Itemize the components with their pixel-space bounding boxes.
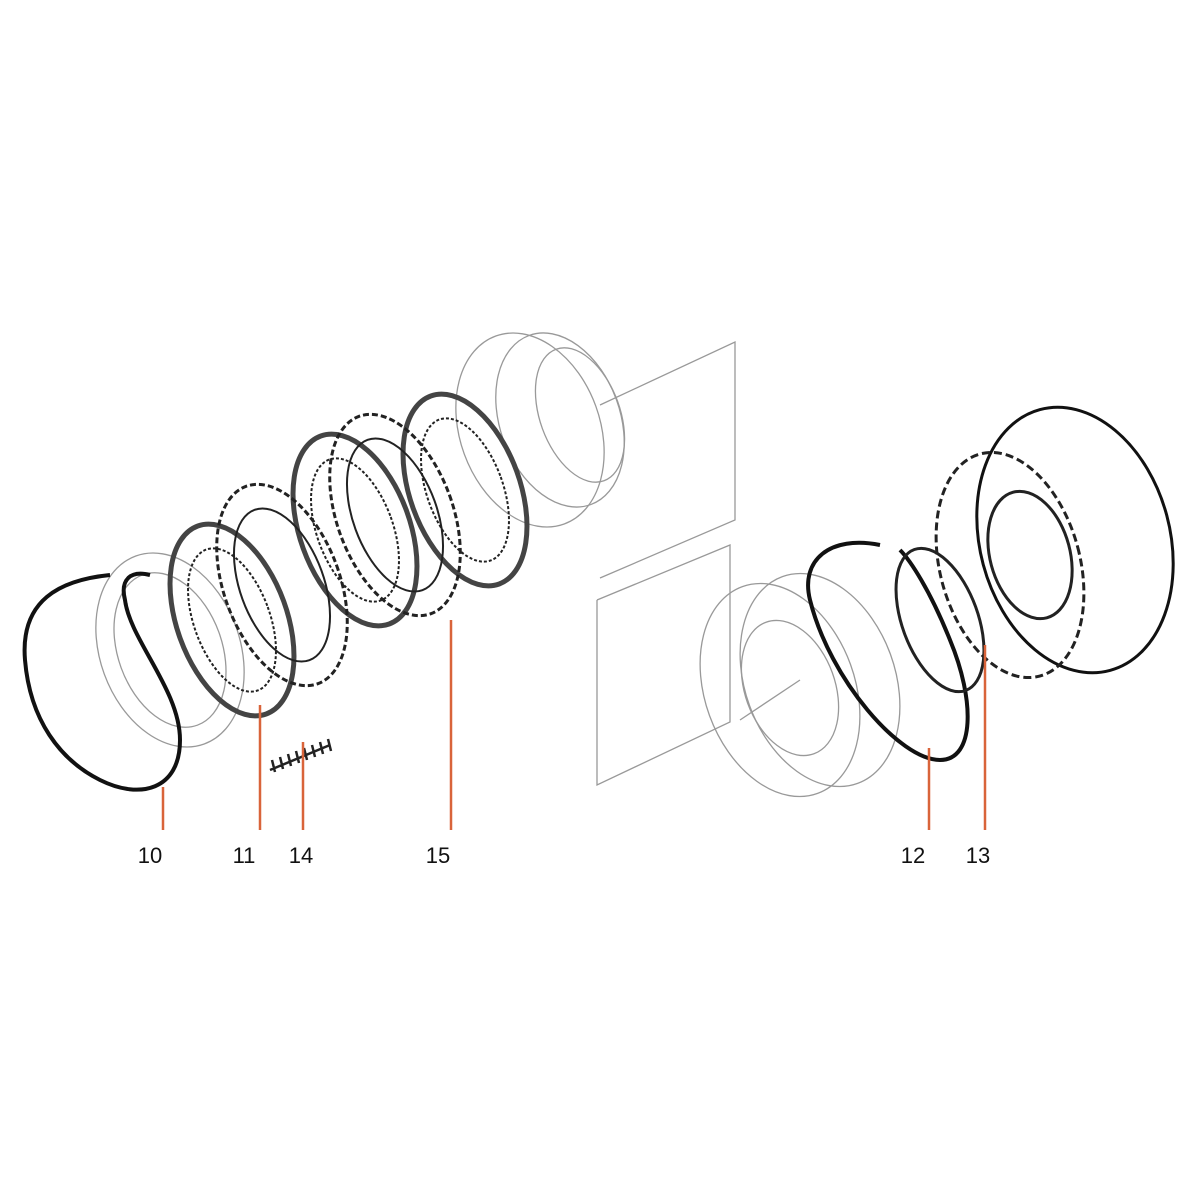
callout-15: 15	[426, 843, 450, 868]
callout-13: 13	[966, 843, 990, 868]
section-plane-frames	[596, 340, 736, 787]
snap-ring	[806, 540, 986, 763]
callout-14: 14	[289, 843, 313, 868]
steel-disc-stack	[215, 412, 462, 688]
ring-gear-housing	[934, 405, 1175, 680]
coil-spring	[269, 738, 333, 773]
friction-disc-stack	[167, 391, 530, 719]
callout-10: 10	[138, 843, 162, 868]
ghost-bearing	[699, 572, 901, 798]
callout-12: 12	[901, 843, 925, 868]
ghost-piston	[455, 332, 626, 528]
wave-spring-ring	[22, 571, 183, 792]
callout-11: 11	[233, 843, 256, 868]
